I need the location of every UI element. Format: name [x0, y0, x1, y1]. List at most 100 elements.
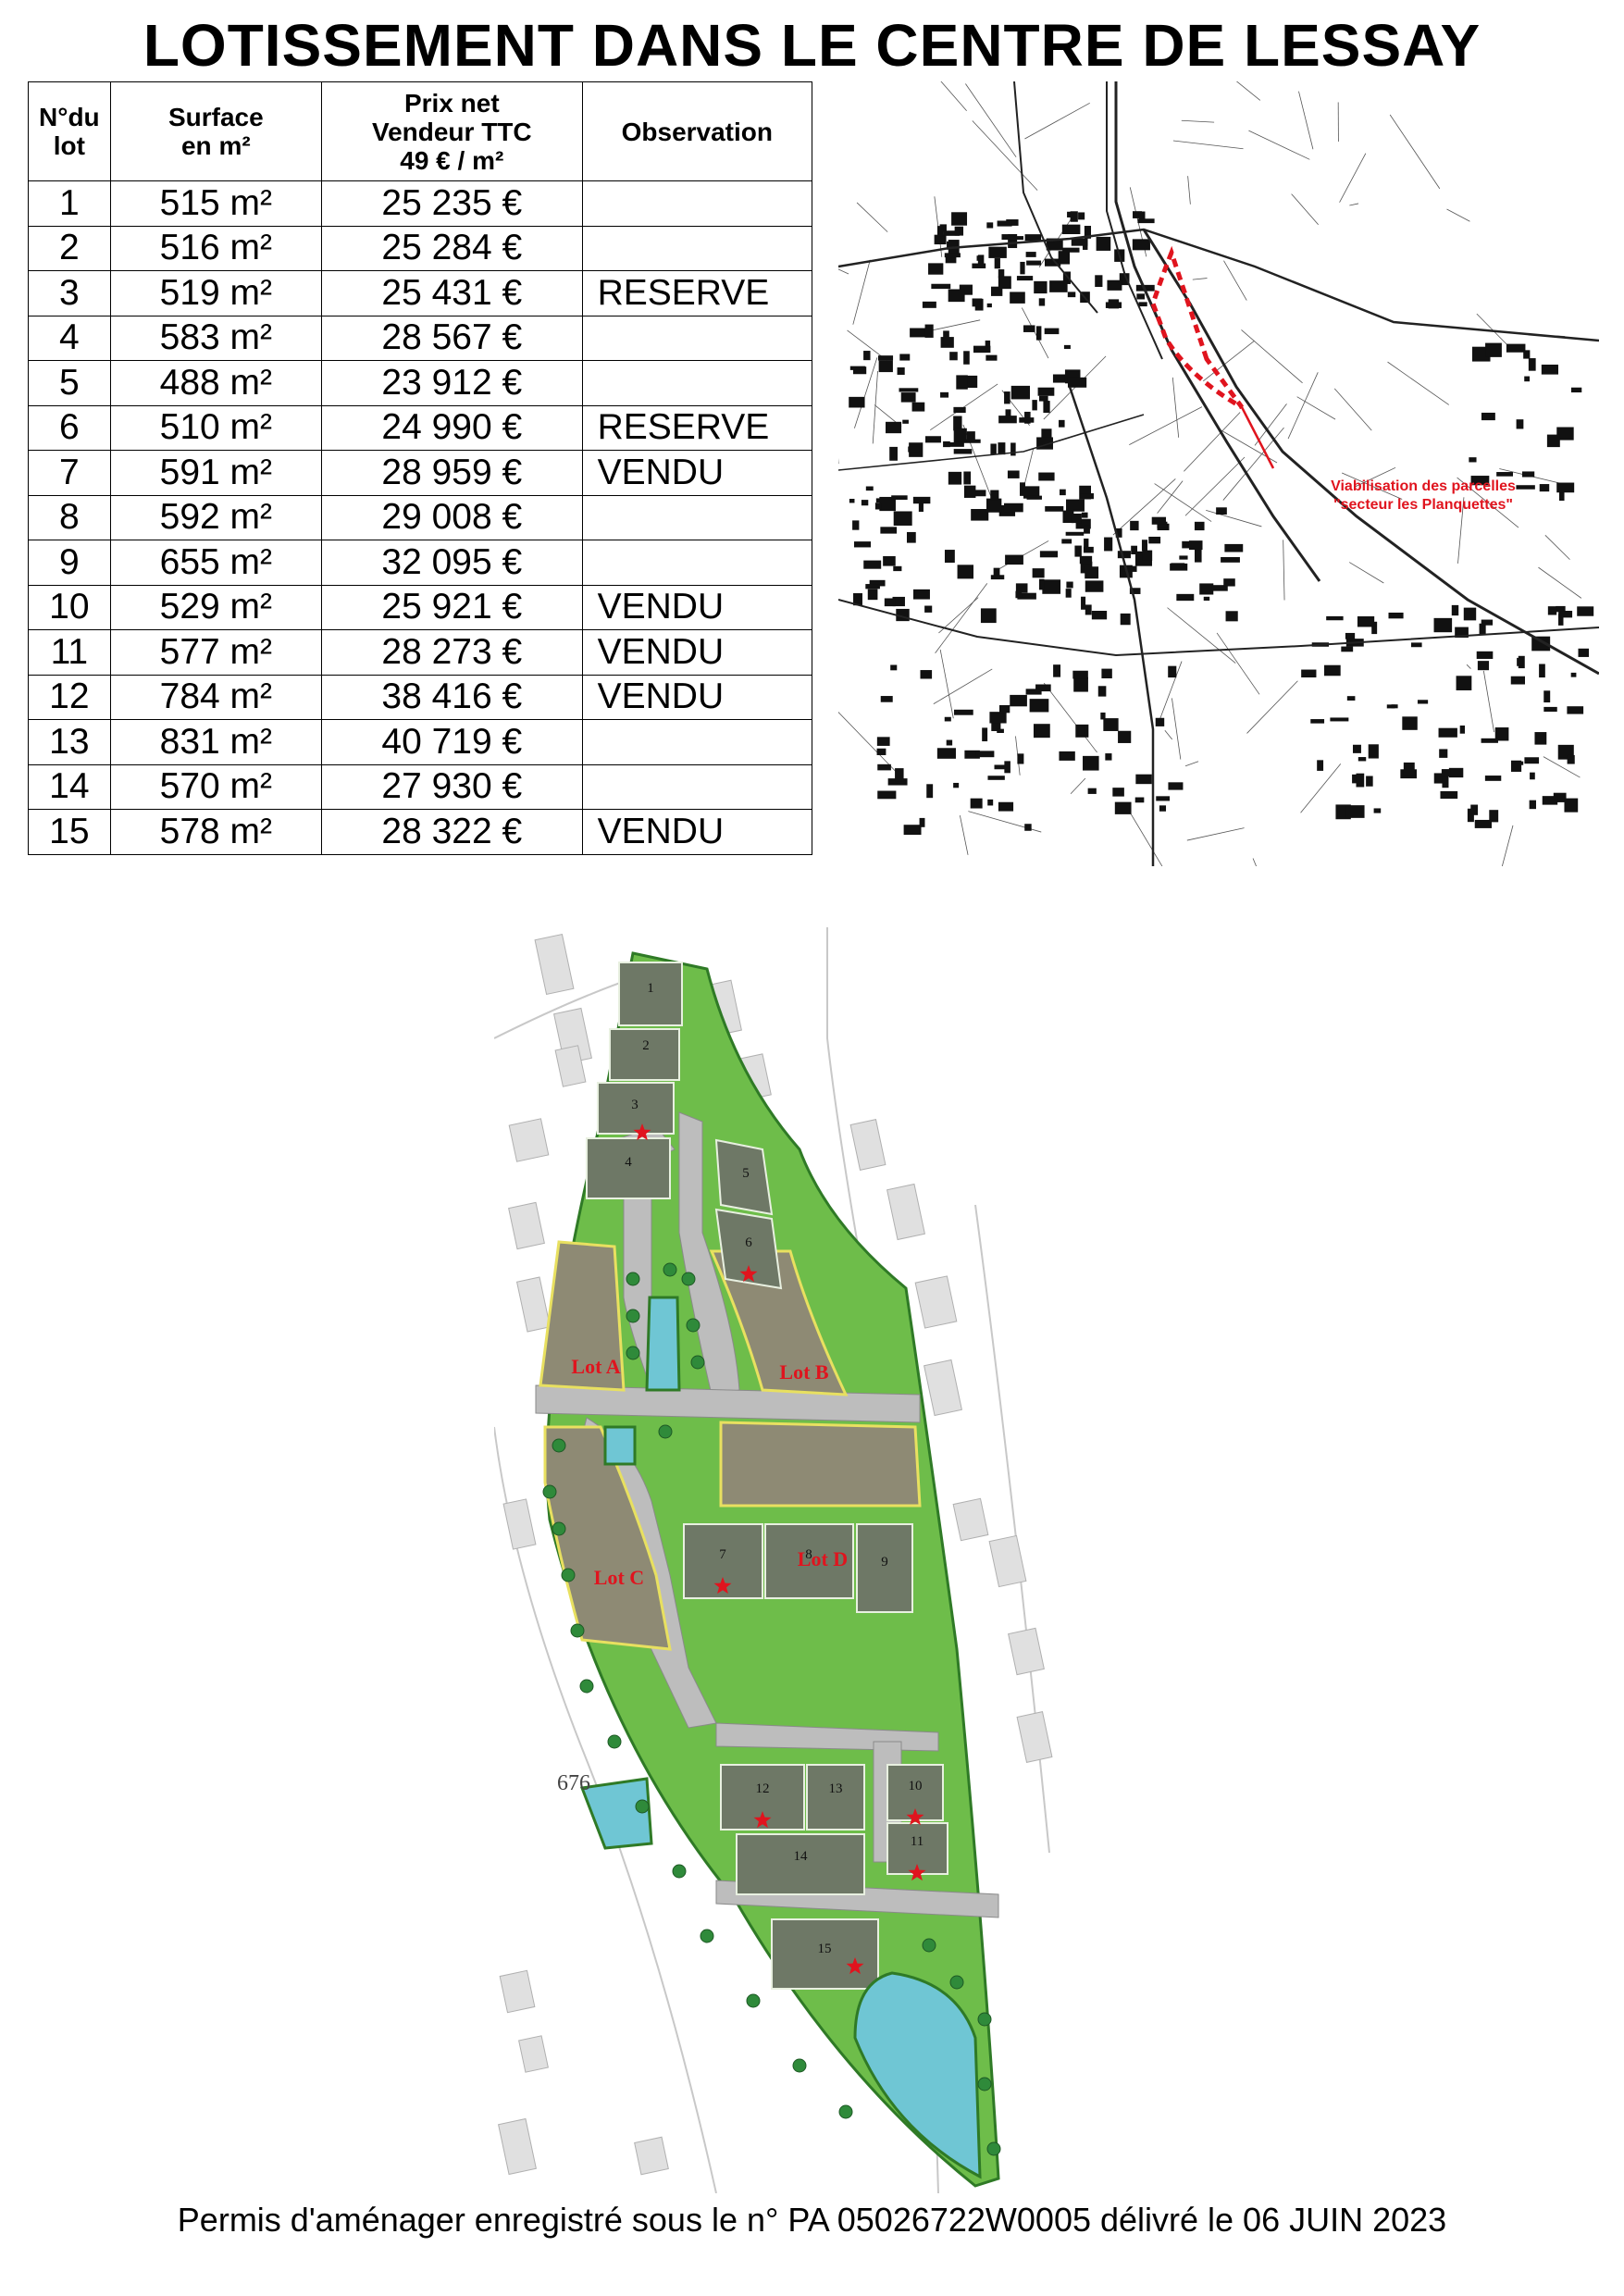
page-title: LOTISSEMENT DANS LE CENTRE DE LESSAY: [143, 12, 1481, 79]
surface-cell: 529 m²: [109, 584, 322, 630]
plot-number: 15: [818, 1942, 832, 1956]
lot-number-cell: 14: [28, 763, 111, 810]
star-icon: [908, 1864, 926, 1881]
lot-number-cell: 1: [28, 180, 111, 227]
header-surface-line2: en m²: [180, 131, 251, 160]
observation-cell: [581, 315, 813, 361]
lot-number-cell: 4: [28, 315, 111, 361]
lot-number-cell: 7: [28, 450, 111, 496]
observation-cell: [581, 494, 813, 540]
surface-cell: 515 m²: [109, 180, 322, 227]
star-icon: [753, 1811, 772, 1829]
building-blocks: [849, 211, 1594, 836]
observation-cell: [581, 225, 813, 271]
surface-cell: 583 m²: [109, 315, 322, 361]
lot-a-label: Lot A: [571, 1355, 620, 1378]
observation-cell: [581, 360, 813, 406]
lot-number-cell: 6: [28, 404, 111, 451]
plot-number: 4: [625, 1155, 632, 1170]
buildable-zones: [539, 1240, 922, 1651]
price-cell: 25 431 €: [320, 270, 583, 316]
header-price-line1: Prix net: [403, 88, 500, 118]
plot-number: 7: [719, 1547, 726, 1562]
lot-number-cell: 9: [28, 540, 111, 586]
town-location-map: Viabilisation des parcelles "secteur les…: [838, 81, 1599, 866]
annotation-leader-line: [1240, 406, 1275, 469]
trees: [542, 1262, 1001, 2156]
surface-cell: 570 m²: [109, 763, 322, 810]
observation-cell: RESERVE: [581, 404, 813, 451]
perimeter-outline: [1150, 245, 1245, 410]
surface-cell: 488 m²: [109, 360, 322, 406]
lot-number-cell: 12: [28, 674, 111, 720]
plot-number: 14: [794, 1849, 809, 1864]
lots-price-table: N°du lot Surface en m² Prix net Vendeur …: [28, 81, 813, 855]
price-cell: 32 095 €: [320, 540, 583, 586]
plot-number: 5: [742, 1166, 750, 1181]
retention-basins: [579, 1296, 982, 2179]
plot-number: 9: [881, 1555, 888, 1570]
observation-cell: [581, 180, 813, 227]
star-icon: [906, 1808, 924, 1826]
lot-number-cell: 5: [28, 360, 111, 406]
plot-number: 12: [756, 1781, 770, 1796]
price-cell: 25 921 €: [320, 584, 583, 630]
lot-d-label: Lot D: [798, 1547, 848, 1570]
header-lot-line1: N°du: [39, 103, 100, 131]
observation-cell: [581, 719, 813, 765]
plot-number: 11: [911, 1834, 924, 1849]
header-price-line2: Vendeur TTC: [371, 117, 532, 146]
lot-b-label: Lot B: [779, 1360, 829, 1384]
observation-cell: [581, 763, 813, 810]
price-cell: 27 930 €: [320, 763, 583, 810]
price-cell: 24 990 €: [320, 404, 583, 451]
surface-cell: 519 m²: [109, 270, 322, 316]
perimeter-annotation-line2: "secteur les Planquettes": [1333, 497, 1513, 513]
header-price: Prix net Vendeur TTC 49 € / m²: [320, 81, 583, 181]
neighbouring-buildings: [498, 933, 1053, 2176]
plot-number: 13: [829, 1781, 843, 1796]
price-cell: 28 273 €: [320, 629, 583, 676]
plot-number: 8: [805, 1547, 812, 1562]
lot-c-label: Lot C: [594, 1566, 644, 1589]
plot-number: 3: [631, 1098, 638, 1112]
plot-number: 10: [909, 1779, 923, 1793]
plot-number: 2: [642, 1038, 650, 1053]
surface-cell: 591 m²: [109, 450, 322, 496]
star-icon: [633, 1123, 651, 1141]
parcel-reference: 676: [557, 1771, 590, 1795]
cadastral-lines: [838, 81, 1582, 866]
observation-cell: VENDU: [581, 674, 813, 720]
price-cell: 38 416 €: [320, 674, 583, 720]
table-header-row: N°du lot Surface en m² Prix net Vendeur …: [28, 81, 813, 181]
plot-number: 1: [647, 981, 654, 996]
price-cell: 40 719 €: [320, 719, 583, 765]
header-lot-number: N°du lot: [28, 81, 111, 181]
building-plots: [586, 962, 948, 1990]
surface-cell: 592 m²: [109, 494, 322, 540]
lot-number-cell: 15: [28, 809, 111, 855]
observation-cell: RESERVE: [581, 270, 813, 316]
header-observation: Observation: [581, 81, 813, 181]
observation-cell: VENDU: [581, 584, 813, 630]
surface-cell: 784 m²: [109, 674, 322, 720]
observation-cell: VENDU: [581, 809, 813, 855]
header-surface: Surface en m²: [109, 81, 322, 181]
surface-cell: 510 m²: [109, 404, 322, 451]
